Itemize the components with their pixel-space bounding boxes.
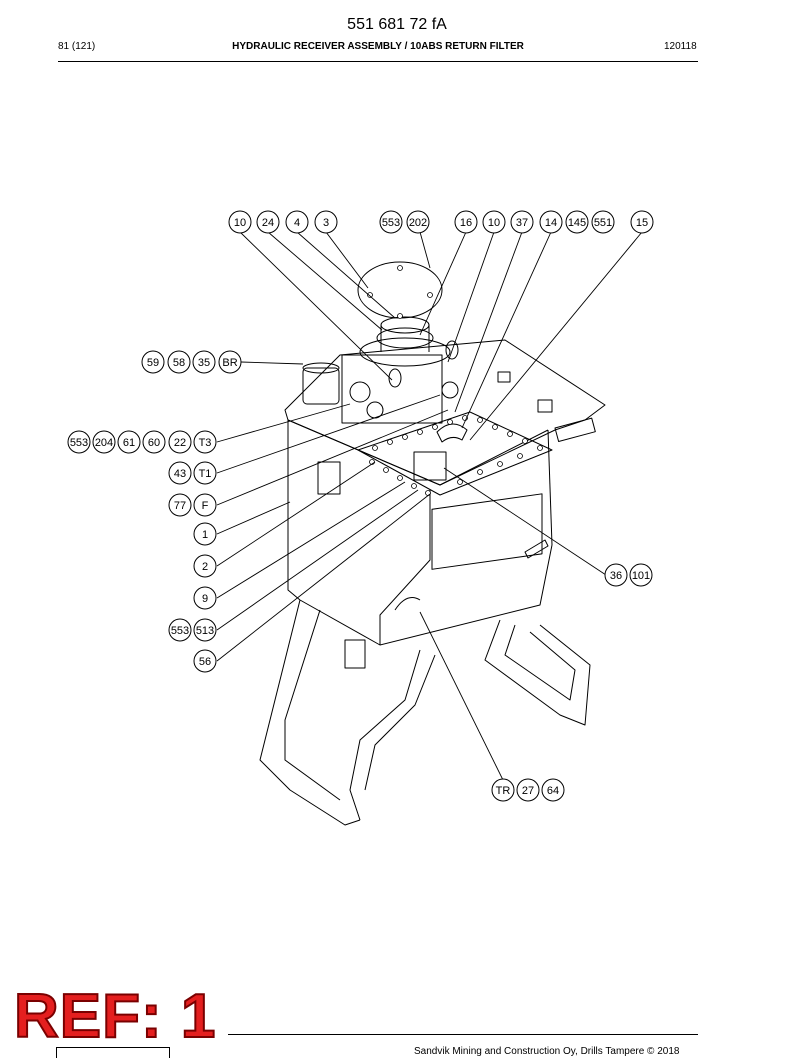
- balloon-group-right: 36 101: [604, 563, 653, 587]
- balloon-group-bottom: TR 27 64: [491, 778, 565, 802]
- callout-label: 553: [70, 437, 88, 449]
- reference-stamp: REF: 1: [13, 982, 217, 1051]
- bolt-pattern: [367, 265, 543, 496]
- page-count: 81 (121): [58, 41, 96, 52]
- callout-label: 37: [516, 217, 528, 229]
- header-divider: [58, 61, 698, 62]
- balloon-group-513: 553 513: [168, 618, 217, 642]
- callout-label: 60: [148, 437, 160, 449]
- callout-label: 35: [198, 357, 210, 369]
- callout-label: 24: [262, 217, 274, 229]
- callout-label: 56: [199, 656, 211, 668]
- footer-copyright: Sandvik Mining and Construction Oy, Dril…: [414, 1046, 680, 1057]
- callout-label: 15: [636, 217, 648, 229]
- balloon-group-top: 10 24 4 3 553 202 16 10 37 14 145 551 15: [228, 210, 654, 234]
- callout-label: 22: [174, 437, 186, 449]
- tank-outline: [259, 261, 606, 826]
- callout-label: 36: [610, 570, 622, 582]
- callout-label: 204: [95, 437, 113, 449]
- callout-label: 202: [409, 217, 427, 229]
- callout-label: 43: [174, 468, 186, 480]
- callout-label: 513: [196, 625, 214, 637]
- document-number: 551 681 72 fA: [347, 16, 447, 33]
- callout-label: 553: [171, 625, 189, 637]
- footer-divider: [228, 1034, 698, 1035]
- balloon-group-f: 77 F: [168, 493, 217, 517]
- callout-label: 101: [632, 570, 650, 582]
- callout-label: 551: [594, 217, 612, 229]
- leader-lines: [216, 231, 643, 781]
- callout-label: 3: [323, 217, 329, 229]
- callout-label: 77: [174, 500, 186, 512]
- balloon-group-t3: 553 204 61 60 22 T3: [67, 430, 217, 454]
- callout-label: 59: [147, 357, 159, 369]
- callout-label: 2: [202, 561, 208, 573]
- callout-label: 64: [547, 785, 559, 797]
- callout-label: 10: [234, 217, 246, 229]
- callout-label: 1: [202, 529, 208, 541]
- callout-label: 553: [382, 217, 400, 229]
- balloon-group-breather: 59 58 35 BR: [141, 350, 242, 374]
- callout-label: 9: [202, 593, 208, 605]
- balloon-group-t1: 43 T1: [168, 461, 217, 485]
- callout-label: 61: [123, 437, 135, 449]
- callout-label: 16: [460, 217, 472, 229]
- callout-label: T3: [199, 437, 212, 449]
- callout-label: 10: [488, 217, 500, 229]
- document-date: 120118: [664, 41, 697, 52]
- callout-label: 145: [568, 217, 586, 229]
- callout-label: TR: [496, 785, 511, 797]
- callout-label: BR: [222, 357, 237, 369]
- callout-label: 58: [173, 357, 185, 369]
- callout-label: T1: [199, 468, 212, 480]
- callout-label: F: [202, 500, 209, 512]
- sheet-title: HYDRAULIC RECEIVER ASSEMBLY / 10ABS RETU…: [232, 41, 524, 52]
- callout-label: 14: [545, 217, 557, 229]
- callout-label: 4: [294, 217, 300, 229]
- callout-label: 27: [522, 785, 534, 797]
- callout-balloons: 10 24 4 3 553 202 16 10 37 14 145 551 15: [67, 210, 654, 802]
